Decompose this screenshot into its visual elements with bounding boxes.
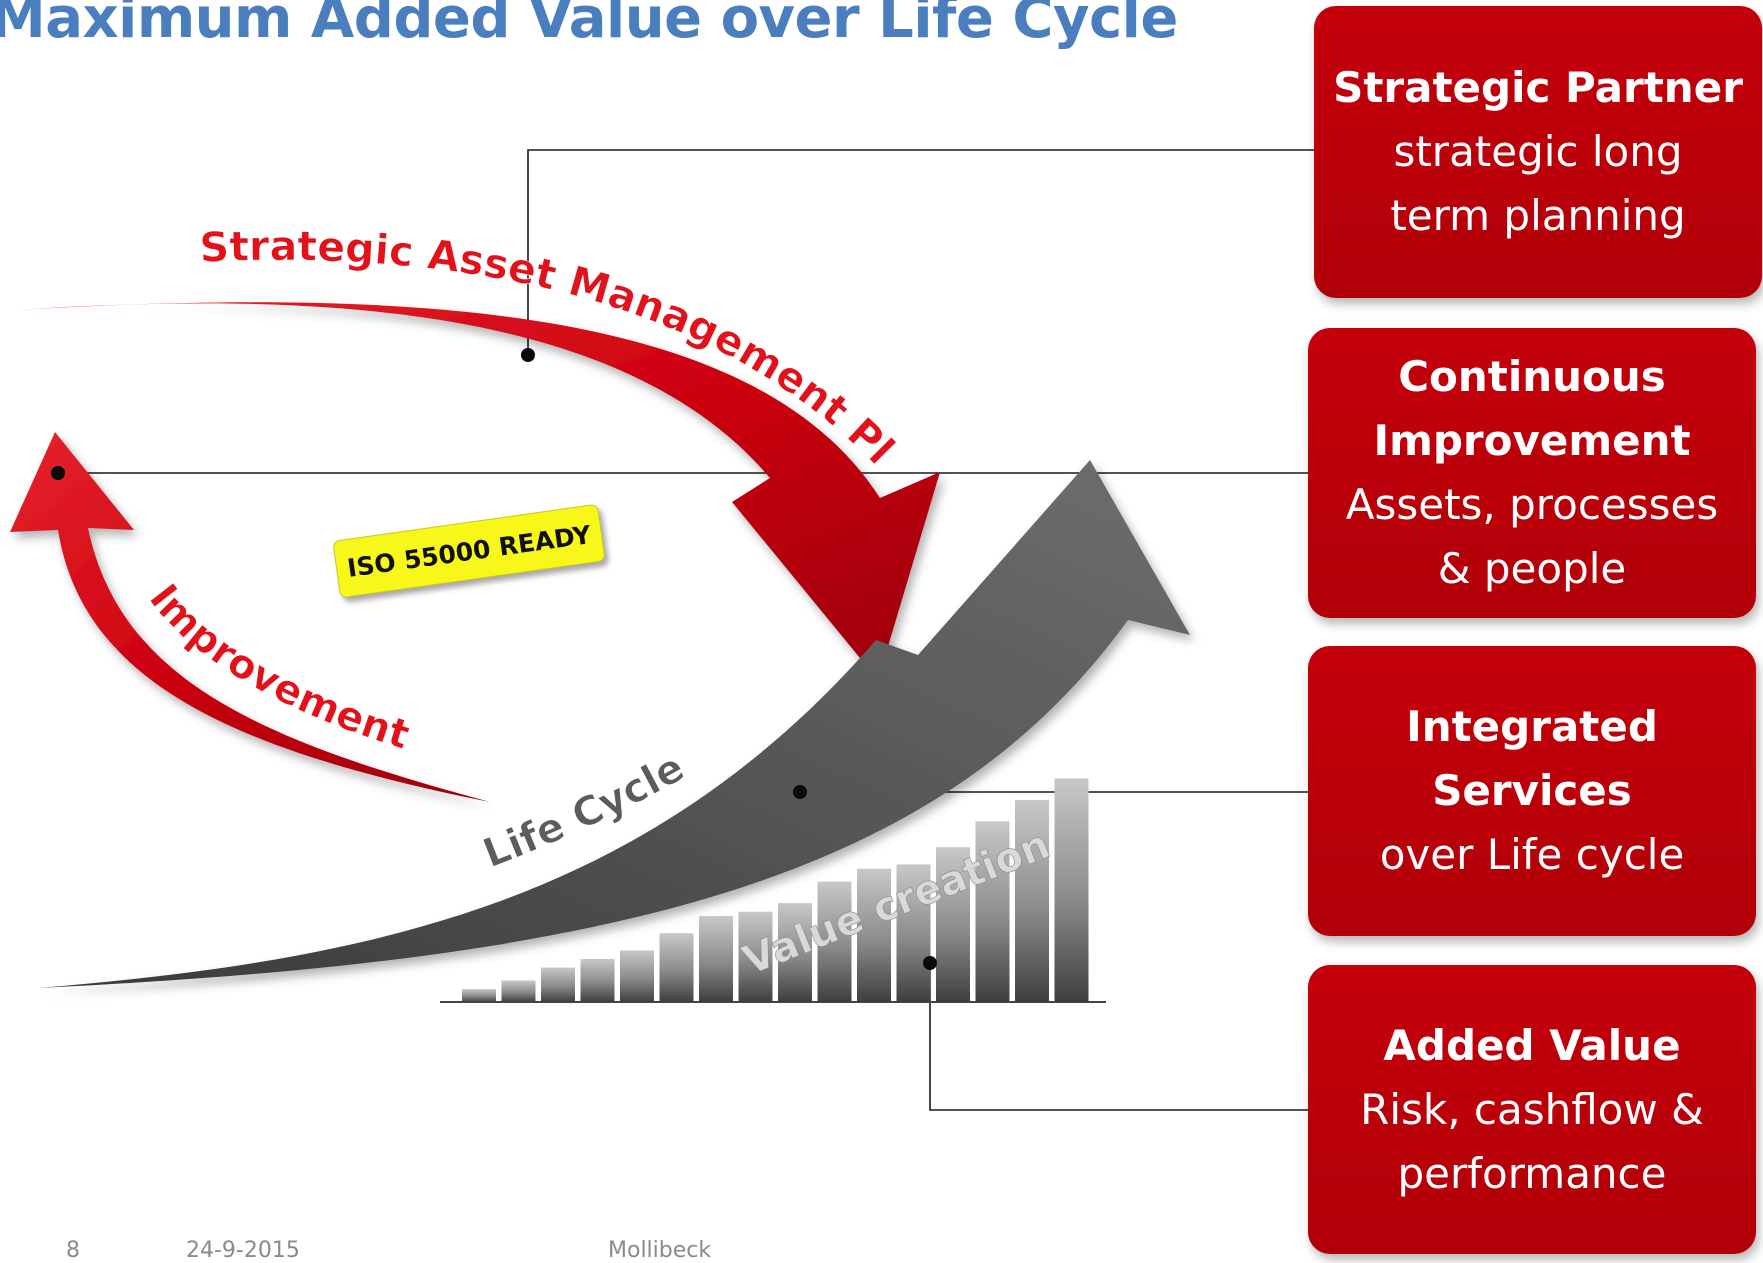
value-creation-bars (462, 778, 1089, 1002)
value-bar (580, 959, 615, 1002)
box-line: performance (1397, 1148, 1667, 1198)
connector-dots (51, 348, 937, 970)
value-bar (936, 847, 970, 1002)
box-line: over Life cycle (1379, 830, 1685, 879)
box-line: Assets, processes (1345, 480, 1719, 529)
dot-life-cycle (793, 785, 807, 799)
improvement-label: Improvement (140, 576, 415, 759)
box-title: Continuous (1398, 352, 1666, 401)
connector-strategic-partner (527, 149, 1314, 355)
value-bar (1054, 778, 1089, 1002)
value-bar (857, 868, 891, 1002)
connector-added-value (929, 963, 1308, 1111)
dot-value-creation (923, 956, 937, 970)
improvement-arrow (10, 432, 490, 802)
box-title: Improvement (1373, 416, 1691, 465)
box-line: term planning (1390, 191, 1686, 240)
life-cycle-arrow (38, 460, 1190, 988)
box-title: Services (1432, 766, 1632, 815)
box-line: & people (1437, 544, 1627, 593)
value-bar (738, 911, 773, 1002)
dot-improvement (51, 466, 65, 480)
value-bar (778, 903, 812, 1002)
box-integrated-services: Integrated Services over Life cycle (1308, 646, 1756, 936)
value-bar (975, 821, 1010, 1002)
page-title: Maximum Added Value over Life Cycle (0, 0, 1178, 51)
box-title: Integrated (1406, 702, 1658, 751)
footer-page-number: 8 (66, 1238, 80, 1263)
box-line: Risk, cashflow & (1360, 1084, 1704, 1134)
value-bar (541, 967, 575, 1002)
value-bar (1015, 799, 1049, 1002)
box-line: strategic long (1393, 127, 1683, 176)
footer-brand: Mollibeck (608, 1238, 712, 1263)
box-continuous-improvement: Continuous Improvement Assets, processes… (1308, 328, 1756, 618)
value-bar (620, 950, 654, 1002)
box-added-value: Added Value Risk, cashflow & performance (1308, 965, 1756, 1254)
box-title: Strategic Partner (1333, 63, 1743, 112)
footer-date: 24-9-2015 (186, 1238, 300, 1263)
box-strategic-partner: Strategic Partner strategic long term pl… (1314, 6, 1762, 298)
value-bar (659, 933, 694, 1002)
strategic-plan-arrow (15, 302, 940, 680)
value-bar (462, 989, 496, 1002)
value-bar (896, 864, 931, 1002)
box-title: Added Value (1383, 1020, 1681, 1070)
value-bar (817, 881, 852, 1002)
value-bar (699, 916, 733, 1002)
value-bar (501, 980, 536, 1002)
dot-strategic-plan (521, 348, 535, 362)
